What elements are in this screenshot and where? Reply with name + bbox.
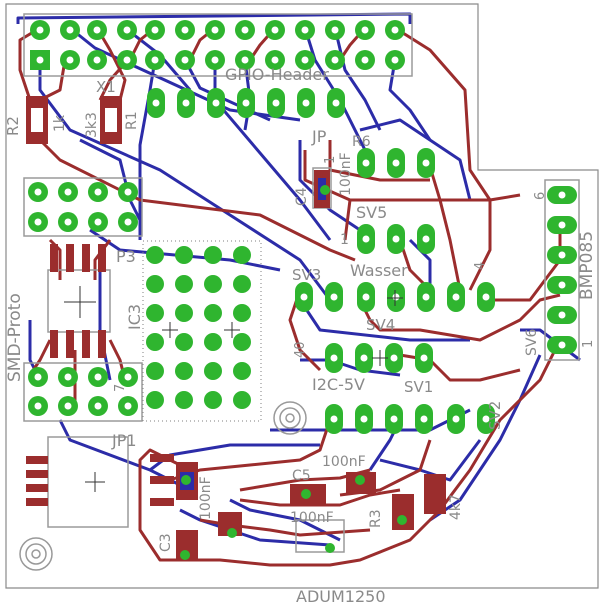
label-wasser: Wasser [350,261,408,280]
label-c6-value: 100nF [290,510,334,526]
smd-proto-top-pads [28,182,138,232]
label-c5: C5 [292,468,311,484]
label-c3: C3 [158,533,174,552]
board-outline [5,3,599,589]
label-bmp085: BMP085 [577,231,597,300]
mounting-hole-center [273,401,307,435]
label-sv6: SV6 [524,329,540,356]
label-r1-value: 3k3 [84,112,100,138]
label-pin1-wasser: 1 [340,232,349,248]
label-r6: R6 [352,134,371,150]
label-ic3: IC3 [125,304,144,330]
label-p3: P3 [116,247,136,266]
label-c5-value: 100nF [322,454,366,470]
label-sv3: SV3 [292,266,321,284]
label-jp1: JP1 [111,431,137,450]
label-pin1-sv5: 1 [323,156,338,164]
label-r2: R2 [4,116,22,136]
silkscreen-labels: GPIO-Header X1 R2 1k R1 3k3 JP C4 100nF … [4,65,597,606]
label-r1: R1 [124,111,140,130]
label-r3: R3 [368,509,384,528]
label-pin4: 4 [473,262,488,270]
label-smd-proto: SMD-Proto [5,293,25,382]
center-crosshairs [64,286,403,492]
label-pin7: 7 [113,384,128,392]
label-x1: X1 [96,78,116,96]
label-sv5: SV5 [356,203,387,222]
ic3-proto-area [142,240,262,422]
label-adum1250: ADUM1250 [296,587,386,606]
label-c1-value: 100nF [198,476,214,520]
label-i2c-5v: I2C-5V [312,375,365,394]
label-r4: 4k7 [448,494,464,520]
vias [180,185,407,560]
label-pin6: 6 [533,192,548,200]
label-r2-value: 1k [52,114,68,132]
ic3-grid-pads [146,246,251,409]
label-gpio-header: GPIO-Header [225,65,329,84]
label-c4-value: 100nF [338,152,354,196]
label-pin1-bmp: 1 [581,340,596,348]
label-sv1: SV1 [404,378,433,396]
drill-holes [34,26,566,423]
silkscreen-outlines [23,13,580,528]
label-pin40: 40 [293,341,308,358]
label-c4: C4 [294,187,310,206]
mounting-hole-left [19,537,53,571]
label-jp: JP [311,127,327,146]
label-sv2: SV2 [486,401,504,430]
label-sv4: SV4 [366,316,395,334]
